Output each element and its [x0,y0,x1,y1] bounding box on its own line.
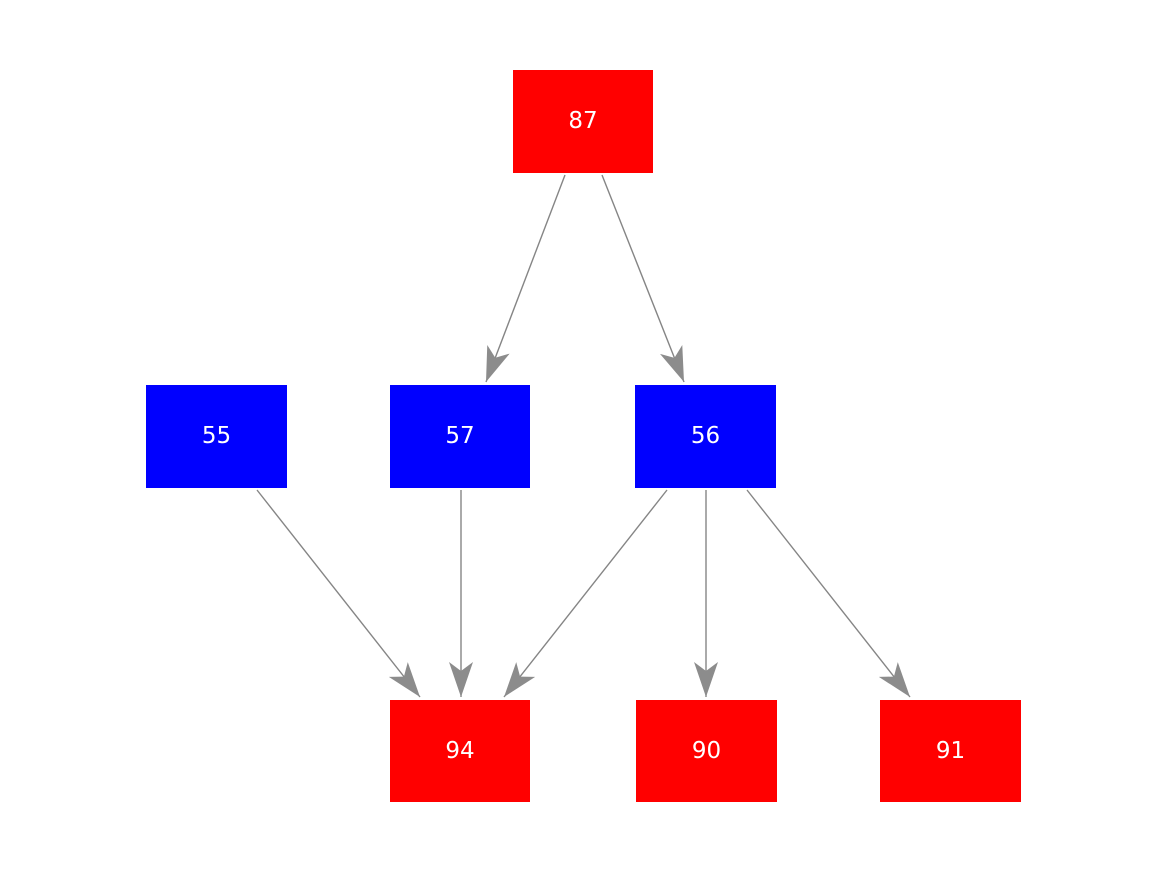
edge-55-to-94 [256,489,421,698]
node-label: 57 [445,423,475,449]
node-label: 91 [935,737,966,764]
node-label: 55 [201,423,232,449]
graph-node-57: 57 [390,385,530,488]
node-label: 87 [568,108,598,134]
edges-group [256,174,911,698]
edge-56-to-91 [746,489,911,698]
graph-node-94: 94 [390,700,530,802]
edge-56-to-94 [503,489,668,698]
graph-node-87: 87 [513,70,653,173]
edge-87-to-56 [601,174,685,383]
node-label: 94 [445,737,475,764]
node-label: 90 [691,737,722,764]
graph-node-56: 56 [635,385,776,488]
graph-node-91: 91 [880,700,1021,802]
edge-87-to-57 [485,174,566,383]
graph-node-90: 90 [636,700,777,802]
node-label: 56 [690,423,721,449]
graph-node-55: 55 [146,385,287,488]
